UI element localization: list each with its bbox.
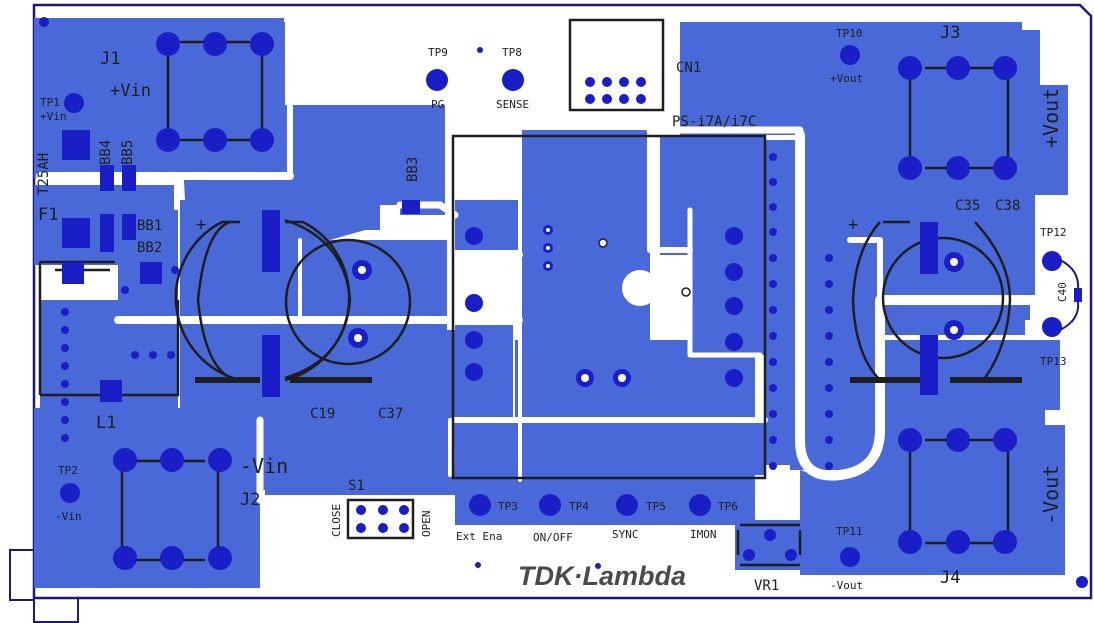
drill-holes xyxy=(354,228,958,382)
label-vout-minus: -Vout xyxy=(1039,465,1063,525)
label-vin-minus: -Vin xyxy=(240,454,288,478)
label-imon: IMON xyxy=(690,528,717,541)
label-tp3: TP3 xyxy=(498,500,518,513)
label-t25ah: T25AH xyxy=(36,153,52,195)
label-bb5: BB5 xyxy=(120,140,136,165)
label-bb3: BB3 xyxy=(405,157,421,182)
label-sense: SENSE xyxy=(496,98,529,111)
label-tp13: TP13 xyxy=(1040,355,1067,368)
label-tp9: TP9 xyxy=(428,46,448,59)
silkscreen-labels: J1 +Vin TP1 +Vin BB4 BB5 T25AH F1 BB1 BB… xyxy=(36,23,1069,594)
label-tp12: TP12 xyxy=(1040,226,1067,239)
label-c37: C37 xyxy=(378,406,403,422)
tdk-lambda-logo: TDK·Lambda xyxy=(518,561,686,591)
label-l1: L1 xyxy=(96,413,116,433)
label-c38: C38 xyxy=(995,198,1020,214)
label-bb1: BB1 xyxy=(137,218,162,234)
label-tp1-sub: +Vin xyxy=(40,110,67,123)
label-vr1: VR1 xyxy=(754,578,779,594)
label-ext-ena: Ext Ena xyxy=(456,530,502,543)
label-open: OPEN xyxy=(420,511,433,538)
label-f1: F1 xyxy=(38,205,58,225)
capacitor-c38 xyxy=(881,221,1022,383)
label-tp8: TP8 xyxy=(502,46,522,59)
copper-layer xyxy=(34,18,1068,588)
label-tp6: TP6 xyxy=(718,500,738,513)
label-tp4: TP4 xyxy=(569,500,589,513)
label-tp11: TP11 xyxy=(836,525,863,538)
label-tp5: TP5 xyxy=(646,500,666,513)
label-j4: J4 xyxy=(940,568,960,588)
label-j3: J3 xyxy=(940,23,960,43)
c40-trace xyxy=(1059,259,1080,331)
label-s1: S1 xyxy=(348,478,365,494)
label-j1: J1 xyxy=(100,49,120,69)
edge-connector-outline xyxy=(9,549,35,601)
label-ps-module: PS-i7A/i7C xyxy=(672,114,756,130)
label-j2: J2 xyxy=(240,490,260,510)
label-c19: C19 xyxy=(310,406,335,422)
label-tp10: TP10 xyxy=(836,27,863,40)
label-bb4: BB4 xyxy=(98,140,114,165)
label-polarity-left: + xyxy=(196,215,206,235)
label-sync: SYNC xyxy=(612,528,639,541)
label-tp2-sub: -Vin xyxy=(55,510,82,523)
label-pg: PG xyxy=(431,98,444,111)
label-vout-plus: +Vout xyxy=(1039,88,1063,148)
label-tp2: TP2 xyxy=(58,464,78,477)
capacitor-c35 xyxy=(850,220,920,383)
label-close: CLOSE xyxy=(330,504,343,537)
pads xyxy=(39,17,1088,588)
label-polarity-right: + xyxy=(848,215,858,235)
clearance-gaps xyxy=(36,97,1070,504)
label-tp1: TP1 xyxy=(40,96,60,109)
label-cn1: CN1 xyxy=(676,60,701,76)
label-bb2: BB2 xyxy=(137,240,162,256)
capacitor-c37 xyxy=(284,218,412,383)
label-tp11-sub: -Vout xyxy=(830,579,863,592)
edge-connector-outline-2 xyxy=(33,597,79,623)
label-tp10-sub: +Vout xyxy=(830,72,863,85)
label-c35: C35 xyxy=(955,198,980,214)
label-on-off: ON/OFF xyxy=(533,531,573,544)
via-rows xyxy=(61,153,833,470)
label-vin-plus: +Vin xyxy=(110,81,151,101)
label-c40: C40 xyxy=(1056,282,1069,302)
